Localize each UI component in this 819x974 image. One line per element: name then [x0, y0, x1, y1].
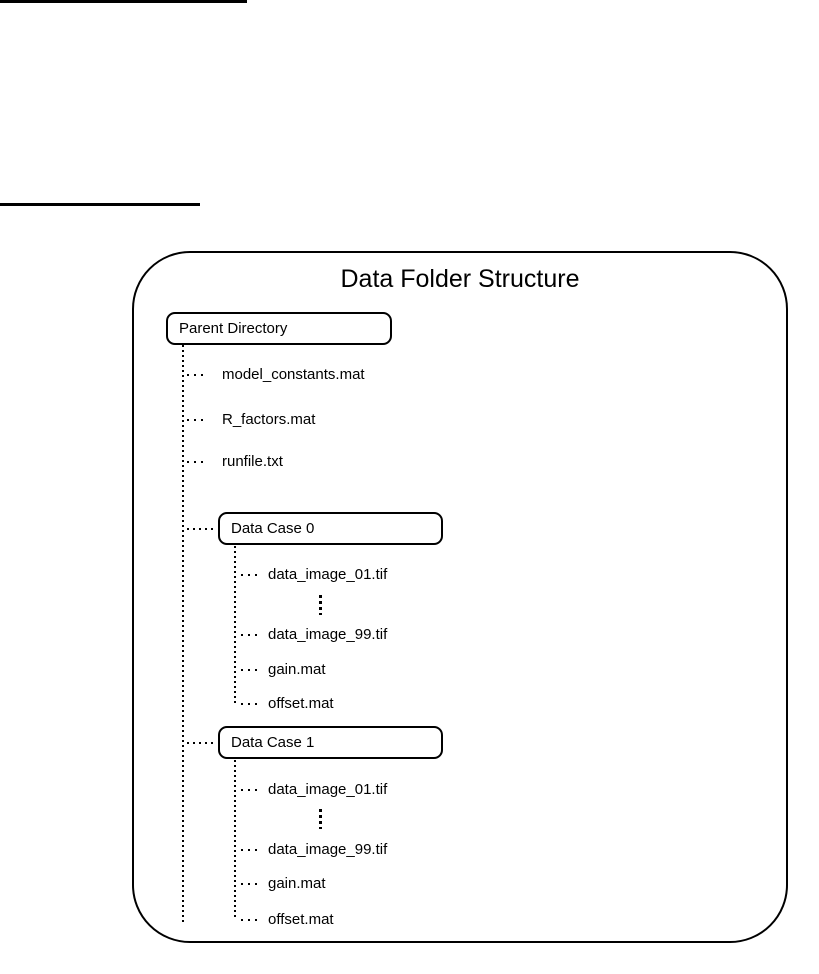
root-file-label: R_factors.mat — [222, 411, 316, 428]
file-connector-dots — [241, 669, 258, 671]
heading-rule-top — [0, 0, 247, 3]
case-1-file-label: data_image_01.tif — [268, 781, 388, 798]
file-connector-dots — [241, 919, 258, 921]
data-case-1-label: Data Case 1 — [231, 734, 315, 751]
file-connector-dots — [241, 574, 258, 576]
file-connector-dots — [241, 883, 258, 885]
case-1-file-label: gain.mat — [268, 875, 326, 892]
case-0-tree-line — [234, 546, 236, 704]
case-1-file-label: data_image_99.tif — [268, 841, 388, 858]
case-1-tree-line — [234, 760, 236, 920]
data-case-1-box: Data Case 1 — [218, 726, 443, 759]
vertical-ellipsis-dots — [319, 595, 322, 615]
parent-directory-box: Parent Directory — [166, 312, 392, 345]
diagram-title: Data Folder Structure — [340, 265, 580, 293]
file-connector-dots — [241, 634, 258, 636]
case-0-file-label: offset.mat — [268, 695, 334, 712]
case-0-file-label: data_image_01.tif — [268, 566, 388, 583]
file-connector-dots — [187, 374, 204, 376]
file-connector-dots — [187, 461, 204, 463]
root-file-label: runfile.txt — [222, 453, 283, 470]
case-0-file-label: gain.mat — [268, 661, 326, 678]
file-connector-dots — [241, 703, 258, 705]
heading-rule-second — [0, 203, 200, 206]
root-file-label: model_constants.mat — [222, 366, 365, 383]
file-connector-dots — [241, 849, 258, 851]
vertical-ellipsis-dots — [319, 809, 322, 829]
parent-tree-line — [182, 345, 184, 922]
case-connector-dots — [187, 742, 213, 744]
data-case-0-label: Data Case 0 — [231, 520, 315, 537]
file-connector-dots — [187, 419, 204, 421]
case-connector-dots — [187, 528, 213, 530]
file-connector-dots — [241, 789, 258, 791]
diagram-frame — [132, 251, 788, 943]
case-1-file-label: offset.mat — [268, 911, 334, 928]
case-0-file-label: data_image_99.tif — [268, 626, 388, 643]
parent-directory-label: Parent Directory — [179, 320, 288, 337]
data-case-0-box: Data Case 0 — [218, 512, 443, 545]
